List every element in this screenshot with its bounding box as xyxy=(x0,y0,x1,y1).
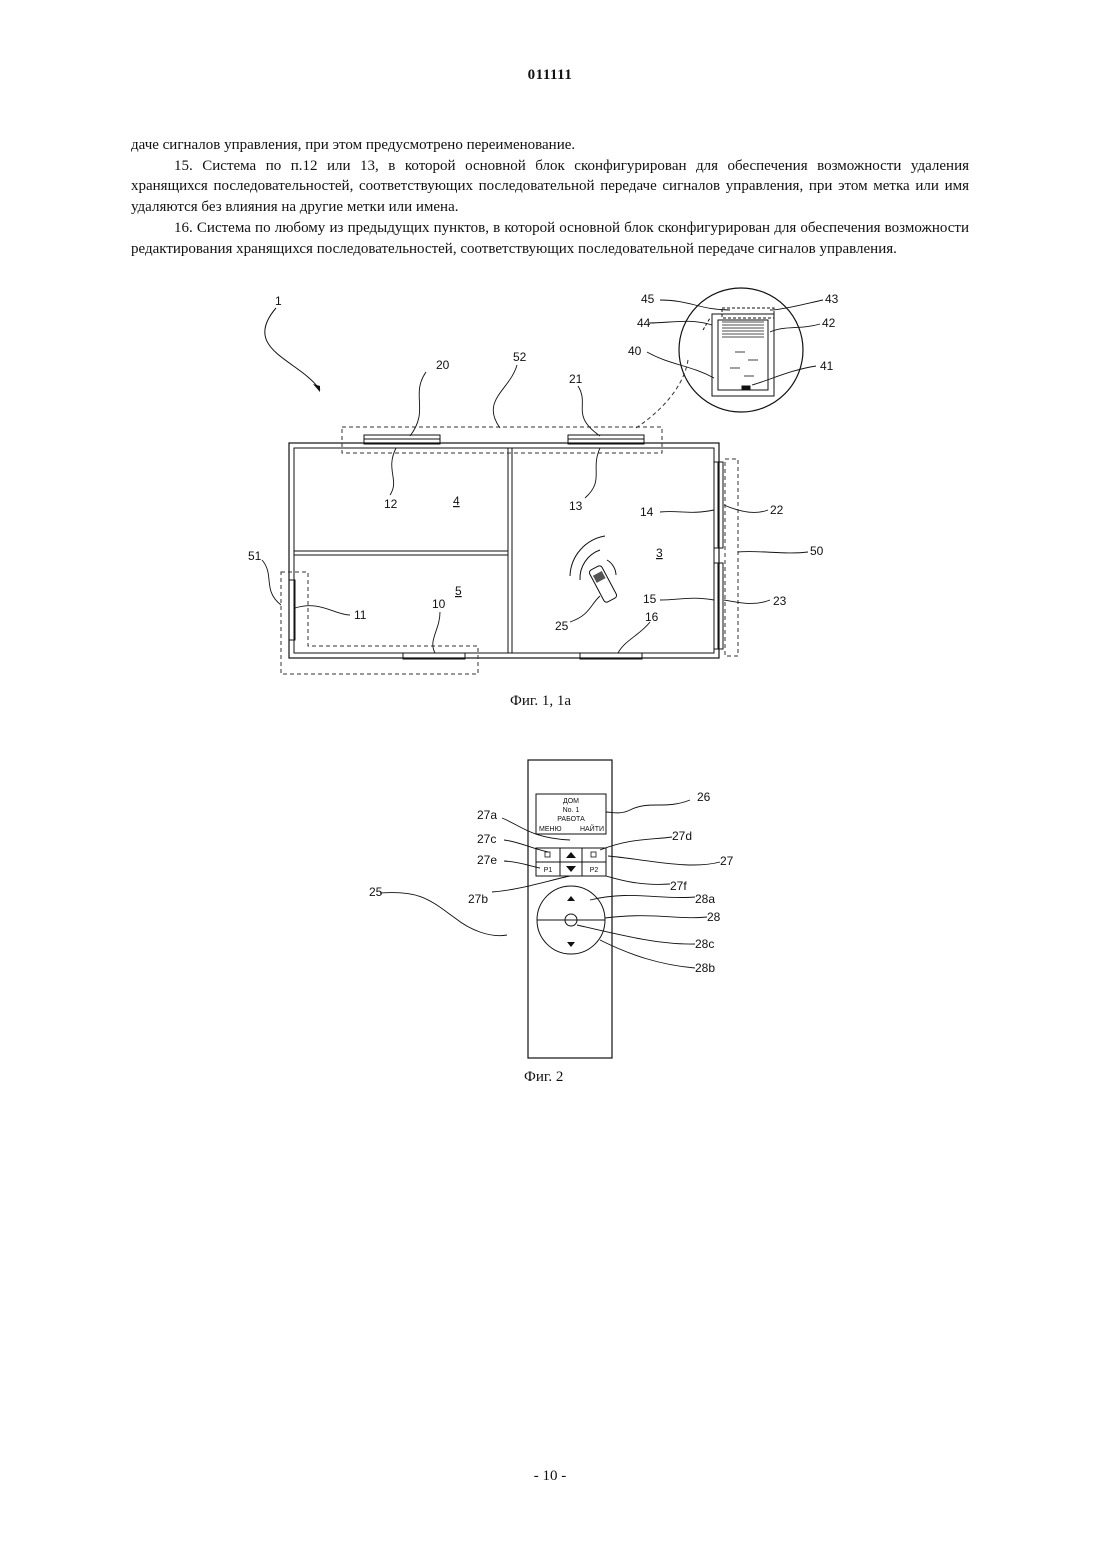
label-41: 41 xyxy=(820,359,834,373)
figure-1-floor-plan: 1 4 3 5 10 11 12 13 14 15 16 20 21 22 23… xyxy=(0,285,1100,715)
label-27: 27 xyxy=(720,854,734,868)
figure-2-caption: Фиг. 2 xyxy=(524,1069,563,1085)
label-16: 16 xyxy=(645,610,659,624)
label-45: 45 xyxy=(641,292,655,306)
label-25: 25 xyxy=(555,619,569,633)
screen-line-number: No. 1 xyxy=(563,807,580,814)
paragraph-claim-15: 15. Система по п.12 или 13, в которой ос… xyxy=(131,156,969,218)
label-40: 40 xyxy=(628,344,642,358)
label-20: 20 xyxy=(436,358,450,372)
label-52: 52 xyxy=(513,350,527,364)
label-3: 3 xyxy=(656,546,663,560)
figure-1-caption: Фиг. 1, 1а xyxy=(510,693,571,709)
label-21: 21 xyxy=(569,372,583,386)
label-28: 28 xyxy=(707,910,721,924)
label-13: 13 xyxy=(569,499,583,513)
label-23: 23 xyxy=(773,594,787,608)
label-44: 44 xyxy=(637,316,651,330)
button-p1-label: P1 xyxy=(544,867,553,874)
screen-line-work: РАБОТА xyxy=(557,816,585,823)
page-header-number: 011111 xyxy=(0,67,1100,84)
label-28b: 28b xyxy=(695,961,715,975)
button-p2-label: P2 xyxy=(590,867,599,874)
arrow-1 xyxy=(265,308,320,390)
label-5: 5 xyxy=(455,584,462,598)
screen-menu-label: МЕНЮ xyxy=(539,826,562,833)
label-27b: 27b xyxy=(468,892,488,906)
paragraph-claim-16: 16. Система по любому из предыдущих пунк… xyxy=(131,218,969,259)
page-number: - 10 - xyxy=(0,1468,1100,1485)
label-12: 12 xyxy=(384,497,398,511)
screen-find-label: НАЙТИ xyxy=(580,824,604,833)
claims-text: даче сигналов управления, при этом преду… xyxy=(131,135,969,259)
label-27d: 27d xyxy=(672,829,692,843)
label-27e: 27e xyxy=(477,853,497,867)
label-27a: 27a xyxy=(477,808,497,822)
label-28a: 28a xyxy=(695,892,715,906)
label-50: 50 xyxy=(810,544,824,558)
remote-control-icon xyxy=(570,536,618,603)
label-43: 43 xyxy=(825,292,839,306)
label-22: 22 xyxy=(770,503,784,517)
label-51: 51 xyxy=(248,549,262,563)
label-27c: 27c xyxy=(477,832,496,846)
label-42: 42 xyxy=(822,316,836,330)
label-14: 14 xyxy=(640,505,654,519)
label-10: 10 xyxy=(432,597,446,611)
label-1: 1 xyxy=(275,294,282,308)
label-4: 4 xyxy=(453,494,460,508)
label-15: 15 xyxy=(643,592,657,606)
magnified-window-detail xyxy=(679,288,803,412)
label-11: 11 xyxy=(354,608,367,622)
figure-2-remote-control: ДОМ No. 1 РАБОТА МЕНЮ НАЙТИ P1 P2 25 26 … xyxy=(0,755,1100,1090)
label-25: 25 xyxy=(369,885,383,899)
label-28c: 28c xyxy=(695,937,714,951)
label-27f: 27f xyxy=(670,879,687,893)
label-26: 26 xyxy=(697,790,711,804)
screen-line-home: ДОМ xyxy=(563,798,579,805)
paragraph-continuation: даче сигналов управления, при этом преду… xyxy=(131,135,969,156)
